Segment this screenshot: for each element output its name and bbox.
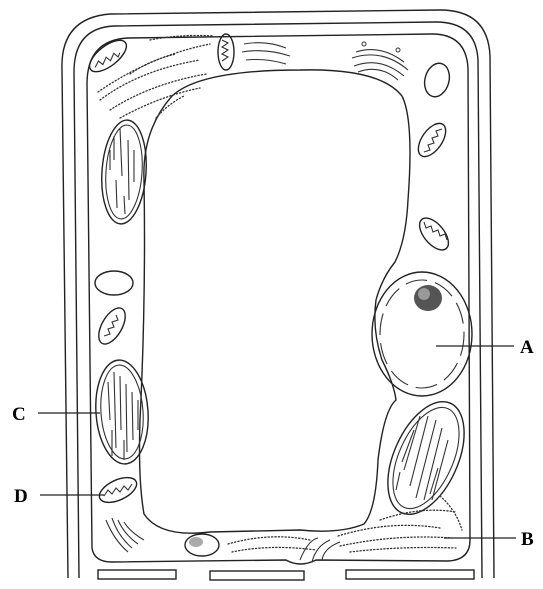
label-a: A [520, 337, 534, 358]
vesicle-left [95, 271, 133, 295]
golgi-bottom-left [106, 518, 144, 552]
vesicle-bottom [185, 534, 219, 556]
mitochondrion-top [218, 34, 234, 70]
label-d: D [14, 486, 28, 507]
chloroplast-c [92, 358, 151, 465]
label-b: B [521, 529, 534, 550]
chloroplast-upper-left [98, 119, 149, 226]
vesicle-upper-right [421, 60, 453, 99]
golgi-top [242, 43, 290, 64]
mitochondrion-d [96, 472, 141, 507]
label-c: C [12, 404, 26, 425]
rough-er-top [98, 36, 214, 119]
mitochondrion-right-mid [414, 213, 454, 255]
mitochondrion-right-upper [413, 119, 451, 162]
mitochondrion-top-left [85, 35, 132, 78]
nucleus [372, 272, 472, 396]
mitochondrion-left-mid [93, 304, 130, 349]
vacuole [140, 70, 411, 533]
